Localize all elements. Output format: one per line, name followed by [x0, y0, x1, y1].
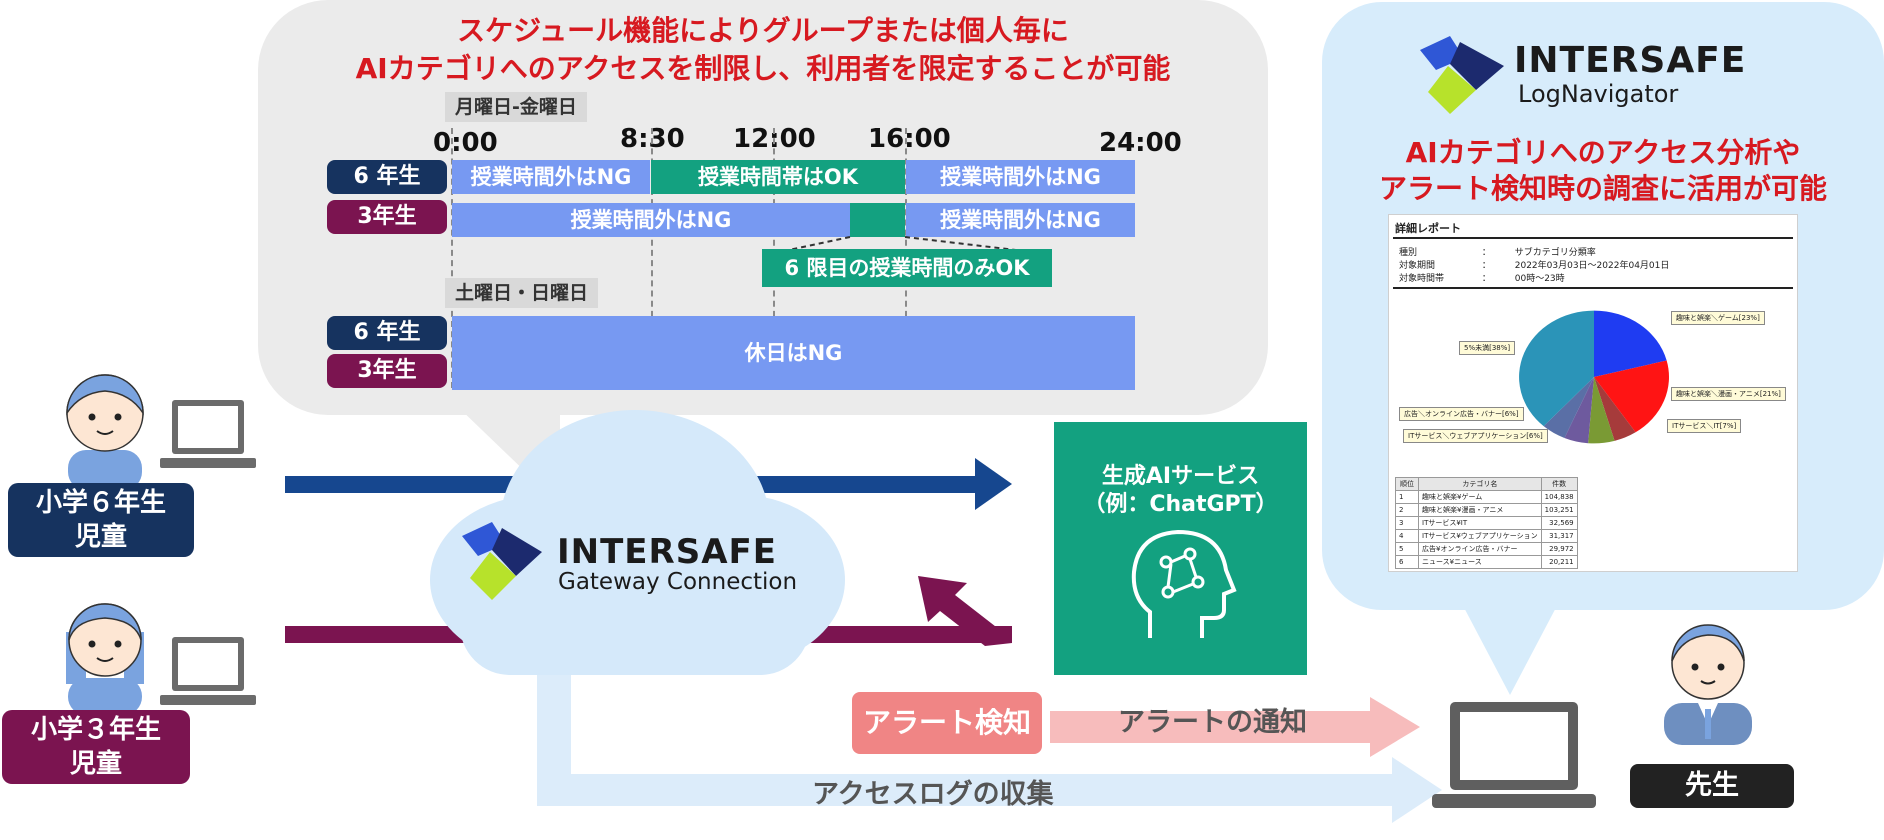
sixth-period-ok-label: 6 限目の授業時間のみOK	[762, 249, 1052, 287]
time-2400: 24:00	[1099, 128, 1182, 158]
report-row-value: 00時～23時	[1514, 274, 1565, 284]
lognavigator-product: LogNavigator	[1518, 80, 1679, 108]
teacher-laptop-icon	[1432, 702, 1596, 808]
pie-label-game: 趣味と娯楽＼ゲーム[23%]	[1671, 311, 1765, 325]
table-cell: 5	[1395, 542, 1419, 556]
pie-label-it: ITサービス＼IT[7%]	[1667, 419, 1742, 433]
grade3-weekday-badge: 3年生	[327, 200, 447, 234]
report-row-key: 種別	[1399, 248, 1418, 258]
student-girl-icon	[66, 603, 144, 715]
alert-notify-label: アラートの通知	[1118, 707, 1307, 738]
report-row-value: 2022年03月03日～2022年04月01日	[1514, 261, 1670, 271]
g3-evening-ng: 授業時間外はNG	[906, 203, 1135, 237]
grade6-student-line2: 児童	[74, 522, 127, 552]
report-row-3: 対象時間帯 ： 00時～23時	[1399, 271, 1565, 284]
lognavigator-bubble-tail	[1460, 600, 1560, 695]
g3-daytime-ng: 授業時間外はNG	[452, 203, 850, 237]
report-header-rule	[1393, 287, 1793, 289]
grade6-student-label: 小学６年生 児童	[8, 483, 194, 557]
report-row-sep: ：	[1481, 274, 1491, 284]
pie-label-manga: 趣味と娯楽＼漫画・アニメ[21%]	[1671, 387, 1786, 401]
student-boy-icon	[66, 374, 144, 490]
headline-line1: スケジュール機能によりグループまたは個人毎に	[457, 14, 1069, 47]
report-row-value: サブカテゴリ分類率	[1514, 248, 1596, 258]
grade6-student-line1: 小学６年生	[35, 488, 166, 518]
report-title: 詳細レポート	[1395, 222, 1461, 235]
ai-service-box: 生成AIサービス （例：ChatGPT）	[1054, 422, 1307, 675]
report-row-key: 対象期間	[1399, 261, 1436, 271]
grade3-student-line2: 児童	[69, 749, 122, 779]
pie-label-webapp: ITサービス＼ウェブアプリケーション[6%]	[1403, 429, 1548, 443]
ai-service-line1: 生成AIサービス	[1101, 464, 1260, 489]
teacher-label: 先生	[1630, 764, 1794, 808]
teacher-icon	[1664, 624, 1752, 745]
headline-line2: AIカテゴリへのアクセスを制限し、利用者を限定することが可能	[355, 52, 1171, 85]
report-pie-chart	[1519, 310, 1669, 444]
detail-report: 詳細レポート 種別 ： サブカテゴリ分類率 対象期間 ： 2022年03月03日…	[1388, 214, 1798, 572]
weekday-label: 月曜日-金曜日	[445, 92, 587, 122]
g3-sixth-period-ok	[850, 203, 905, 237]
report-title-rule	[1393, 237, 1793, 239]
pie-label-ad: 広告＼オンライン広告・バナー[6%]	[1399, 407, 1524, 421]
table-cell: 6	[1395, 555, 1419, 569]
time-0000: 0:00	[433, 128, 498, 158]
laptop-icon-grade3	[160, 637, 256, 705]
gridline-0000	[451, 128, 453, 388]
report-row-sep: ：	[1481, 261, 1491, 271]
laptop-icon-grade6	[160, 400, 256, 468]
ai-service-line2: （例：ChatGPT）	[1083, 492, 1278, 517]
lognavigator-logo-icon	[1420, 36, 1504, 114]
table-header-rank: 順位	[1395, 477, 1419, 491]
lognavigator-brand: INTERSAFE	[1514, 40, 1747, 81]
holiday-ng: 休日はNG	[452, 316, 1135, 390]
report-row-1: 種別 ： サブカテゴリ分類率	[1399, 245, 1596, 258]
grade3-weekend-badge: 3年生	[327, 354, 447, 388]
grade6-weekday-badge: 6 年生	[327, 160, 447, 194]
alert-detect-badge: アラート検知	[852, 692, 1042, 754]
log-collect-label: アクセスログの収集	[812, 779, 1054, 810]
grade6-weekend-badge: 6 年生	[327, 316, 447, 350]
lognavigator-caption-line2: アラート検知時の調査に活用が可能	[1378, 172, 1827, 205]
pie-label-under5: 5%未満[38%]	[1459, 341, 1516, 355]
report-row-sep: ：	[1481, 248, 1491, 258]
gateway-brand: INTERSAFE	[557, 532, 777, 572]
g6-class-ok: 授業時間帯はOK	[651, 160, 905, 194]
table-cell: 20,211	[1540, 555, 1578, 569]
lognavigator-caption-line1: AIカテゴリへのアクセス分析や	[1405, 136, 1801, 169]
gridline-0830	[651, 128, 653, 388]
gateway-product: Gateway Connection	[558, 569, 798, 595]
table-header-row: 順位 カテゴリ名 件数	[1395, 477, 1578, 491]
report-row-key: 対象時間帯	[1399, 274, 1445, 284]
ai-brain-head-icon	[1131, 529, 1237, 638]
time-1600: 16:00	[868, 124, 951, 154]
report-row-2: 対象期間 ： 2022年03月03日～2022年04月01日	[1399, 258, 1669, 271]
g6-evening-ng: 授業時間外はNG	[906, 160, 1135, 194]
weekend-label: 土曜日・日曜日	[445, 278, 599, 308]
grade3-student-label: 小学３年生 児童	[2, 710, 190, 784]
gateway-logo-icon	[462, 522, 542, 600]
grade3-student-line1: 小学３年生	[30, 715, 161, 745]
g6-morning-ng: 授業時間外はNG	[452, 160, 650, 194]
